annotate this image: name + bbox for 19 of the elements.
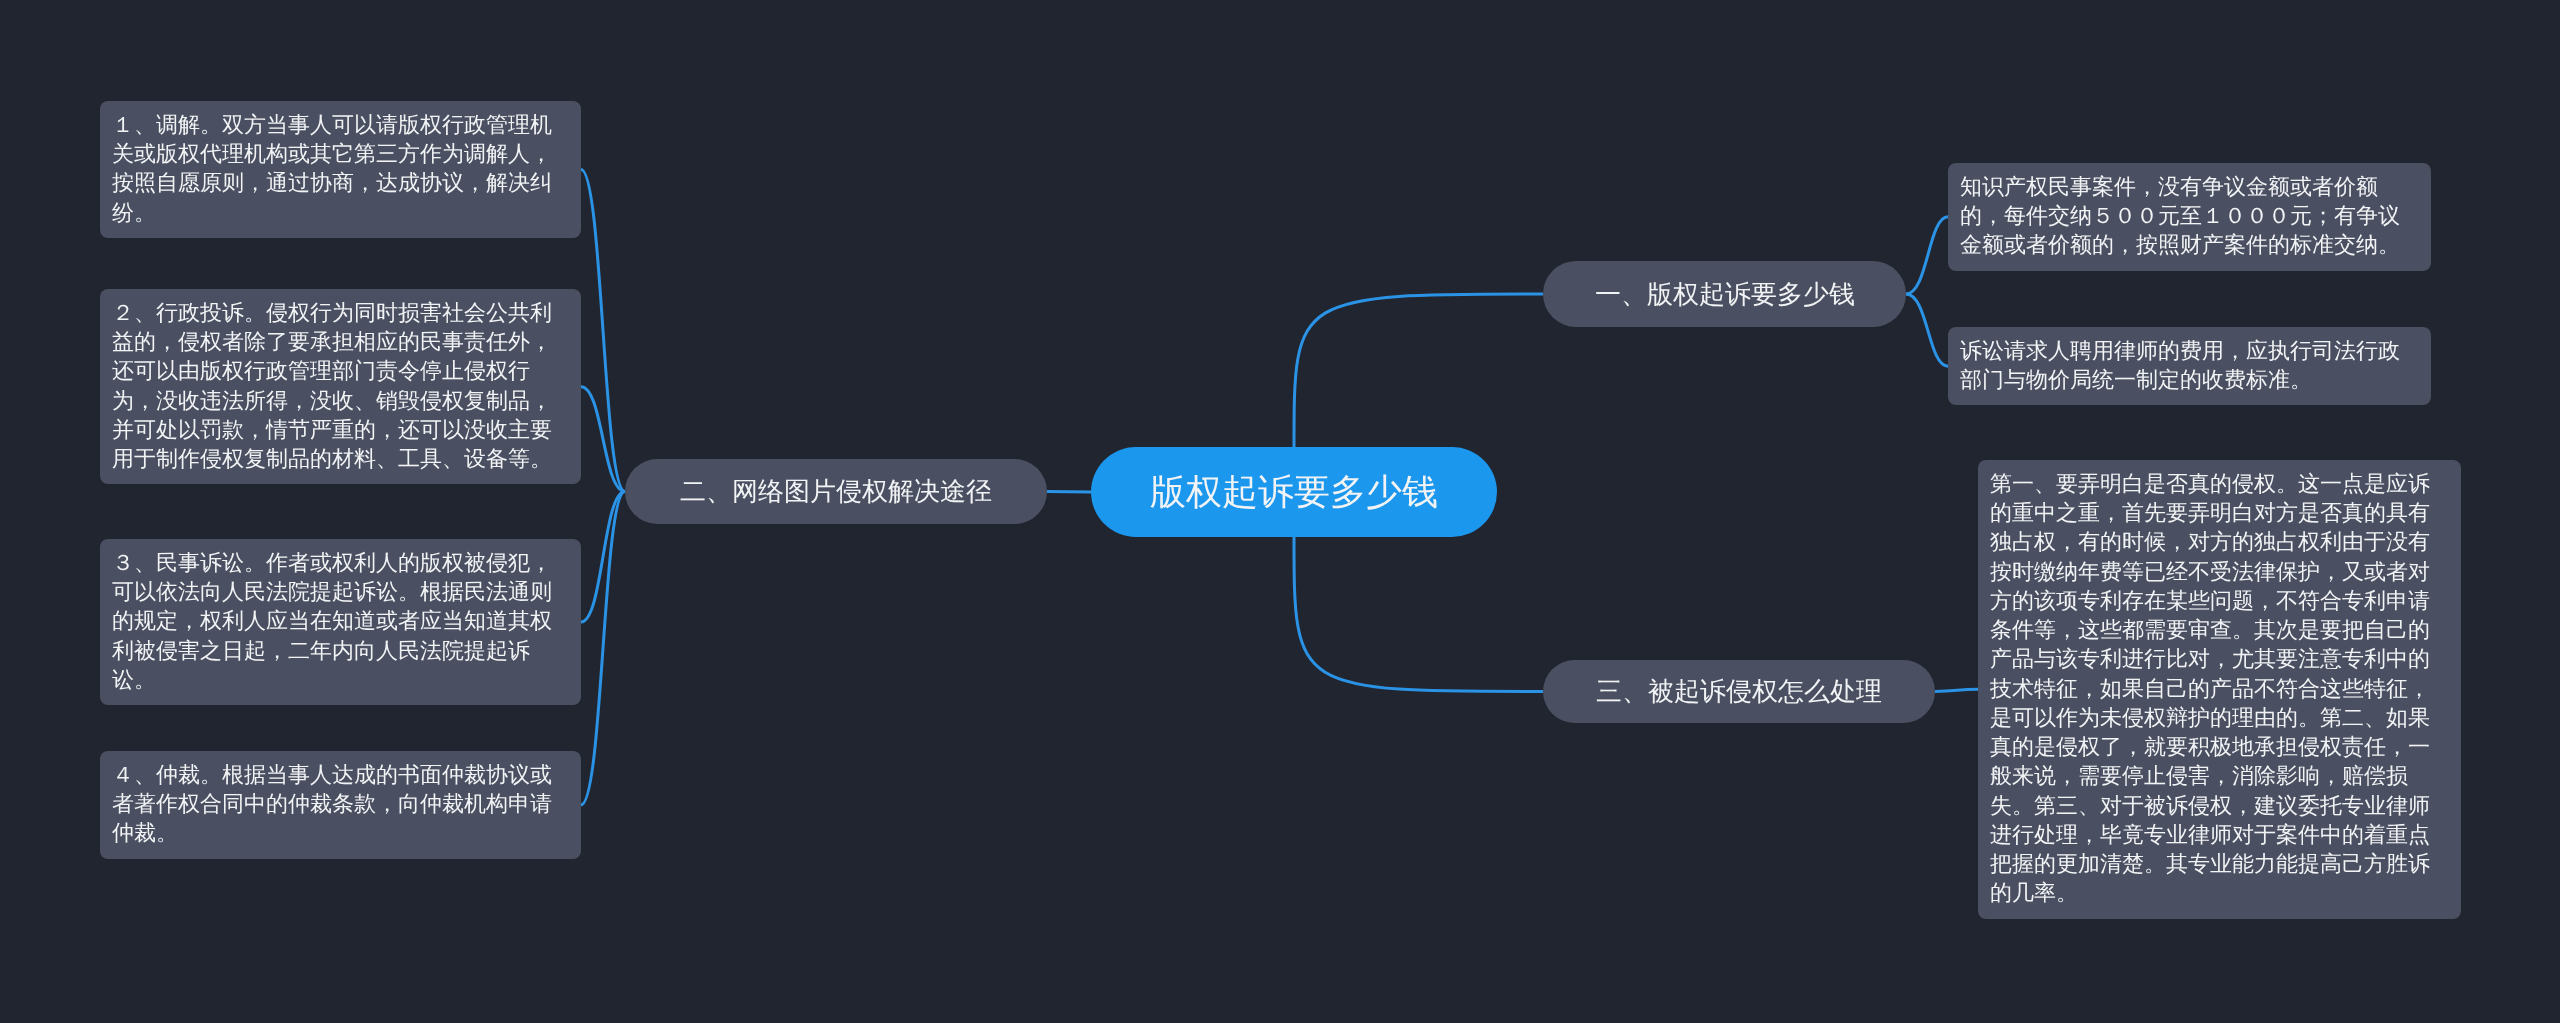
note-box: 知识产权民事案件，没有争议金额或者价额的，每件交纳５００元至１０００元；有争议金额或者价额的，按照财产案件的标准交纳。 [1948, 163, 2431, 271]
note-box: ３、民事诉讼。作者或权利人的版权被侵犯，可以依法向人民法院提起诉讼。根据民法通则的规定，权利人应当在知道或者应当知道其权利被侵害之日起，二年内向人民法院提起诉讼。 [100, 539, 581, 706]
note-box: 第一、要弄明白是否真的侵权。这一点是应诉的重中之重，首先要弄明白对方是否真的具有独占权，有的时候，对方的独占权利由于没有按时缴纳年费等已经不受法律保护，又或者对方的该项专利存在某些问题，不符合专利申请条件等，这些都需要审查。其次是要把自己的产品与该专利进行比对，尤其要注意专利中的技术特征，如果自己的产品不符合这些特征，是可以作为未侵权辩护的理由的。第二、如果真的是侵权了，就要积极地承担侵权责任，一般来说，需要停止侵害，消除影响，赔偿损失。第三、对于被诉侵权，建议委托专业律师进行处理，毕竟专业律师对于案件中的着重点把握的更加清楚。其专业能力能提高己方胜诉的几率。 [1978, 460, 2461, 919]
connector-line [1047, 490, 1091, 494]
note-box: １、调解。双方当事人可以请版权行政管理机关或版权代理机构或其它第三方作为调解人，按照自愿原则，通过协商，达成协议，解决纠纷。 [100, 101, 581, 238]
connector-line [1935, 687, 1978, 693]
connector-line [1292, 537, 1543, 693]
note-box: ２、行政投诉。侵权行为同时损害社会公共利益的，侵权者除了要承担相应的民事责任外，还可以由版权行政管理部门责令停止侵权行为，没收违法所得，没收、销毁侵权复制品，并可处以罚款，情节严重的，还可以没收主要用于制作侵权复制品的材料、工具、设备等。 [100, 289, 581, 485]
connector-line [1905, 292, 1949, 368]
topic-box: 三、被起诉侵权怎么处理 [1543, 660, 1935, 723]
connector-line [1905, 215, 1949, 296]
connector-line [579, 490, 627, 806]
central-topic: 版权起诉要多少钱 [1091, 447, 1497, 537]
note-box: ４、仲裁。根据当事人达成的书面仲裁协议或者著作权合同中的仲裁条款，向仲裁机构申请仲裁。 [100, 751, 581, 859]
connector-line [1292, 292, 1543, 447]
topic-box: 一、版权起诉要多少钱 [1543, 261, 1906, 327]
note-box: 诉讼请求人聘用律师的费用，应执行司法行政部门与物价局统一制定的收费标准。 [1948, 327, 2431, 406]
topic-box: 二、网络图片侵权解决途径 [625, 459, 1047, 524]
connector-line [579, 168, 627, 493]
